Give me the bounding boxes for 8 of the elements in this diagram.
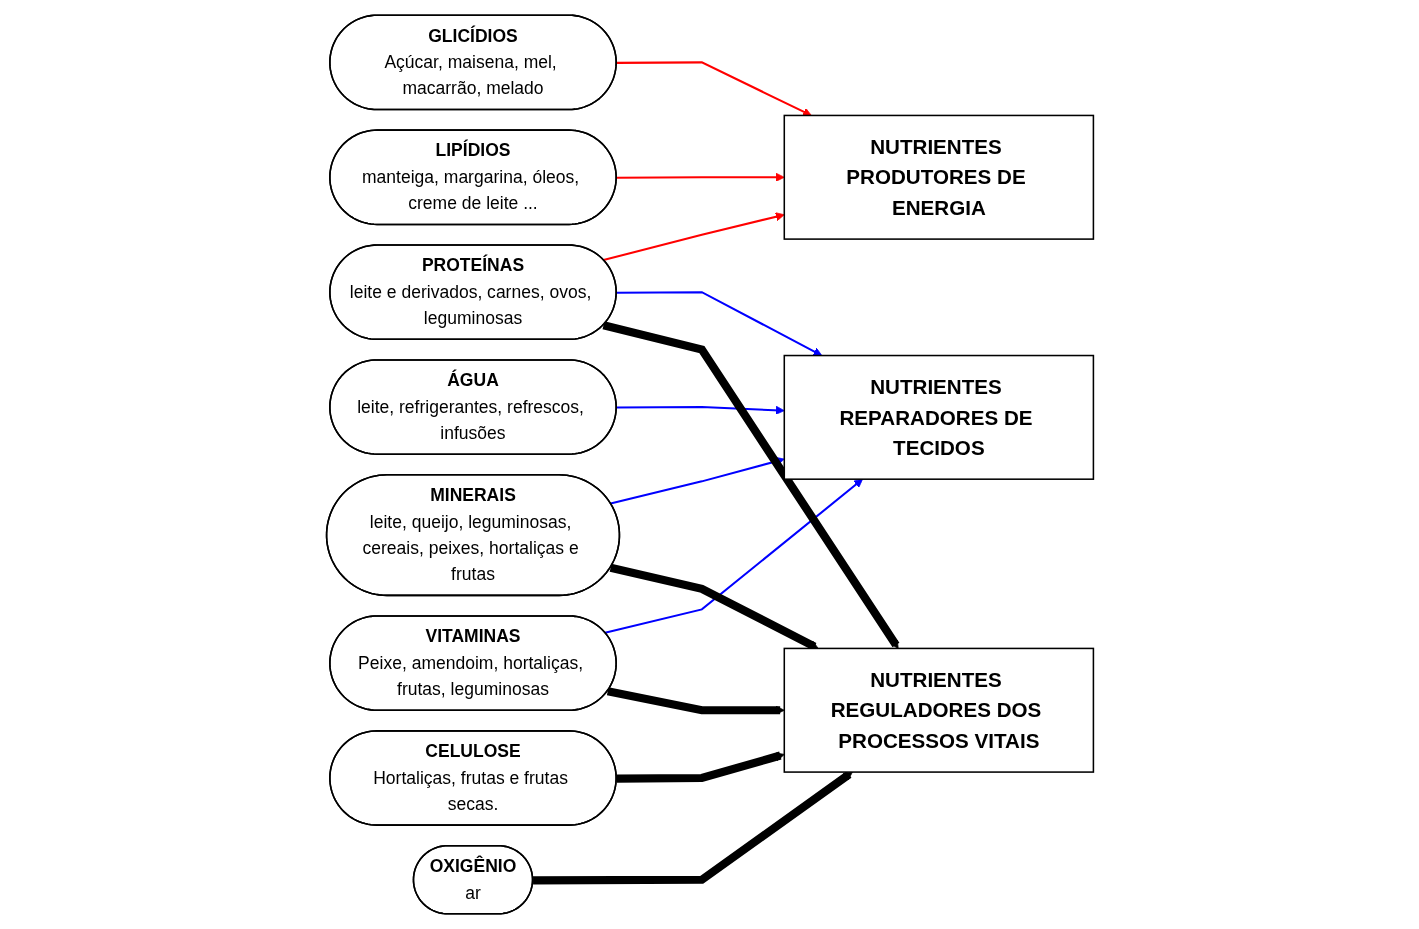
arrow	[616, 61, 812, 116]
arrow	[604, 478, 863, 634]
arrow	[532, 771, 853, 885]
node-box: NUTRIENTES REPARADORES DE TECIDOS	[783, 354, 1094, 480]
arrow	[616, 291, 822, 356]
arrow	[602, 321, 899, 649]
node-box: NUTRIENTES PRODUTORES DE ENERGIA	[783, 114, 1094, 240]
node-box: NUTRIENTES REGULADORES DOS PROCESSOS VITAIS	[783, 647, 1094, 773]
